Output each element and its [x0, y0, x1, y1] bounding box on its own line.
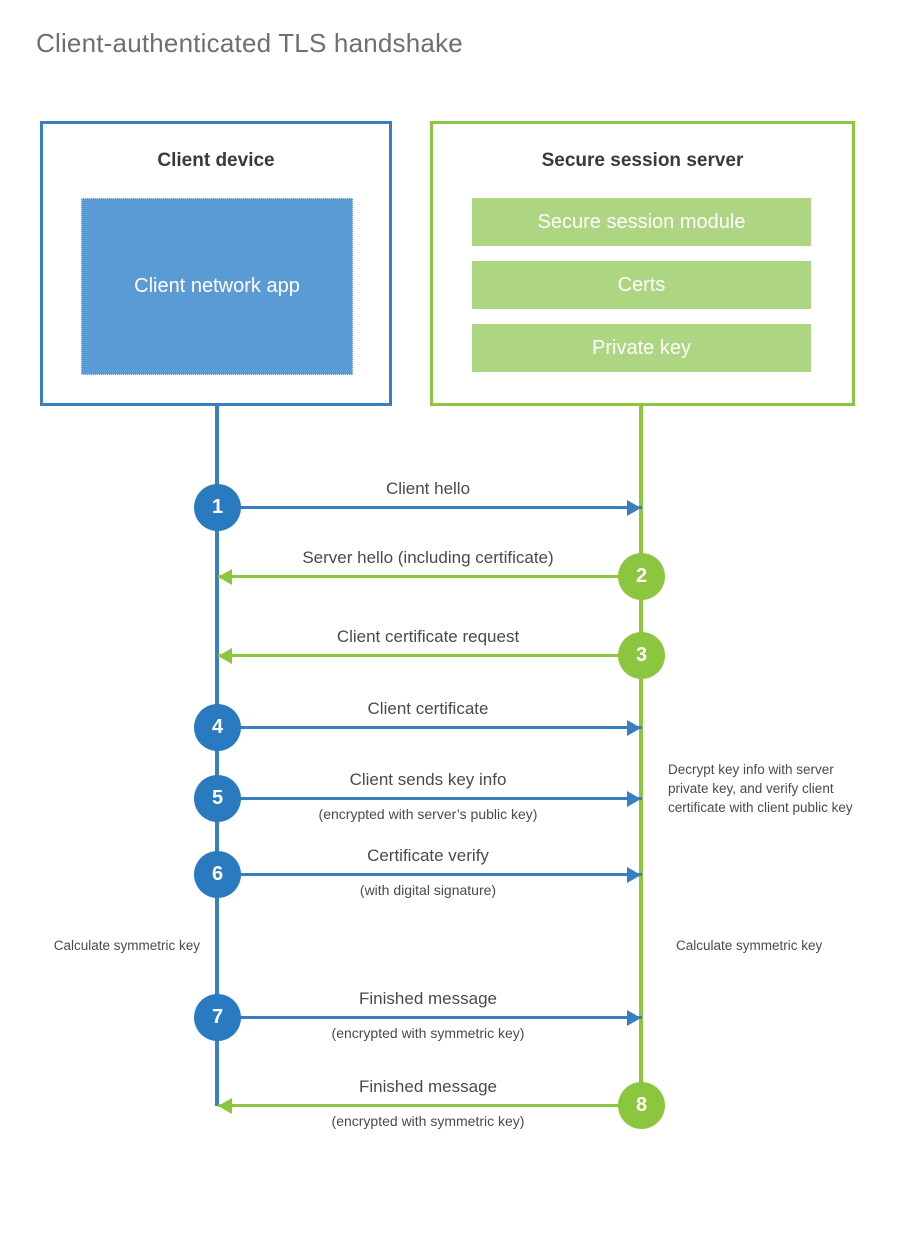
client-device-title: Client device	[157, 150, 275, 171]
client-lifeline	[215, 406, 219, 1106]
annotation-server-calculate-symmetric-key: Calculate symmetric key	[676, 938, 823, 953]
step-circle-1[interactable]: 1	[194, 484, 241, 531]
message-line-3	[218, 654, 642, 657]
message-sublabel-5: (encrypted with server’s public key)	[318, 806, 538, 822]
step-circle-2[interactable]: 2	[618, 553, 665, 600]
participant-secure-session-server: Secure session server Secure session mod…	[430, 121, 855, 406]
participant-client-device: Client device Client network app	[40, 121, 392, 406]
message-label-4: Client certificate	[367, 699, 489, 718]
arrow-head-5	[627, 791, 641, 807]
step-circle-7[interactable]: 7	[194, 994, 241, 1041]
arrow-head-3	[218, 648, 232, 664]
message-label-6: Certificate verify	[367, 846, 489, 865]
secure-session-server-title: Secure session server	[541, 150, 744, 171]
annotation-server-decrypt: Decrypt key info with server private key…	[668, 762, 853, 815]
arrow-head-1	[627, 500, 641, 516]
message-sublabel-7: (encrypted with symmetric key)	[331, 1025, 525, 1041]
message-label-8: Finished message	[359, 1077, 497, 1096]
client-network-app-component: Client network app	[81, 198, 353, 375]
server-component-secure-session-module: Secure session module	[472, 198, 811, 246]
message-line-8	[218, 1104, 642, 1107]
message-line-6	[218, 873, 642, 876]
arrow-head-8	[218, 1098, 232, 1114]
arrow-head-4	[627, 720, 641, 736]
step-circle-4[interactable]: 4	[194, 704, 241, 751]
message-line-4	[218, 726, 642, 729]
annotation-client-calculate-symmetric-key: Calculate symmetric key	[53, 938, 200, 953]
page-title: Client-authenticated TLS handshake	[36, 28, 463, 58]
message-label-2: Server hello (including certificate)	[302, 548, 554, 567]
server-lifeline	[639, 406, 643, 1106]
message-sublabel-8: (encrypted with symmetric key)	[331, 1113, 525, 1129]
arrow-head-7	[627, 1010, 641, 1026]
message-label-1: Client hello	[385, 479, 471, 498]
message-label-5: Client sends key info	[349, 770, 507, 789]
message-line-7	[218, 1016, 642, 1019]
server-component-private-key: Private key	[472, 324, 811, 372]
message-line-5	[218, 797, 642, 800]
step-circle-5[interactable]: 5	[194, 775, 241, 822]
step-circle-3[interactable]: 3	[618, 632, 665, 679]
arrow-head-2	[218, 569, 232, 585]
message-line-1	[218, 506, 642, 509]
message-sublabel-6: (with digital signature)	[359, 882, 497, 898]
arrow-head-6	[627, 867, 641, 883]
message-label-7: Finished message	[359, 989, 497, 1008]
step-circle-6[interactable]: 6	[194, 851, 241, 898]
message-line-2	[218, 575, 642, 578]
step-circle-8[interactable]: 8	[618, 1082, 665, 1129]
message-label-3: Client certificate request	[336, 627, 520, 646]
server-component-certs: Certs	[472, 261, 811, 309]
